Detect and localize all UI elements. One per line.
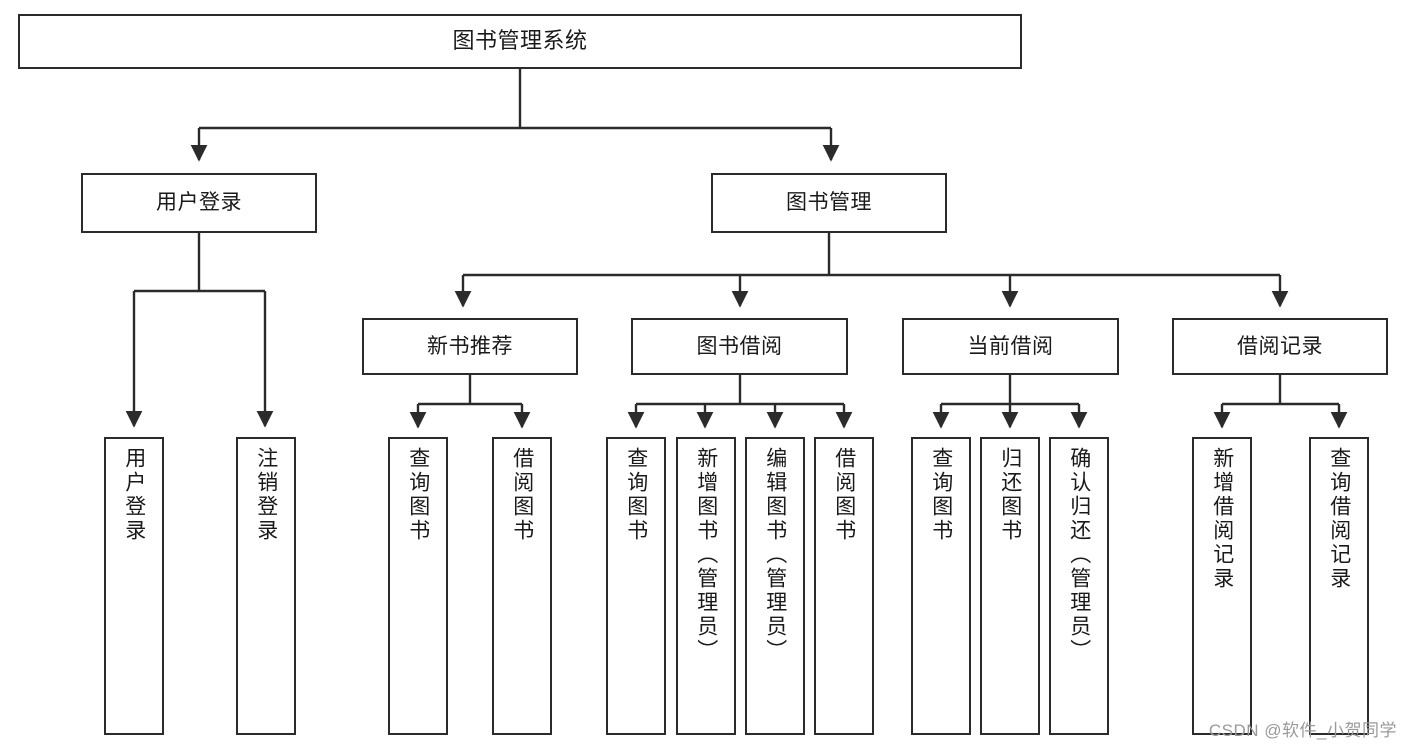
node-root[interactable]: 图书管理系统 [18, 14, 1022, 69]
node-user-login-label: 用户登录 [156, 191, 242, 215]
node-leaf-add-book-label: 新增图书（管理员） [694, 447, 718, 663]
node-book-borrow-label: 图书借阅 [696, 334, 783, 358]
node-leaf-query-record[interactable]: 查询借阅记录 [1309, 437, 1369, 735]
node-leaf-user-login[interactable]: 用户登录 [104, 437, 164, 735]
node-user-login[interactable]: 用户登录 [81, 173, 317, 233]
node-leaf-borrow-book-2[interactable]: 借阅图书 [814, 437, 874, 735]
node-root-label: 图书管理系统 [452, 28, 588, 54]
node-leaf-query-record-label: 查询借阅记录 [1327, 447, 1351, 591]
node-new-book-recommend-label: 新书推荐 [427, 334, 513, 358]
node-leaf-query-book-2[interactable]: 查询图书 [606, 437, 666, 735]
node-leaf-query-book-2-label: 查询图书 [624, 447, 648, 543]
node-leaf-query-book-3-label: 查询图书 [929, 447, 953, 543]
node-leaf-query-book-1[interactable]: 查询图书 [388, 437, 448, 735]
node-borrow-record-label: 借阅记录 [1237, 334, 1323, 358]
node-leaf-user-logout[interactable]: 注销登录 [236, 437, 296, 735]
watermark-text: CSDN @软件_小贺同学 [1208, 721, 1397, 740]
node-new-book-recommend[interactable]: 新书推荐 [362, 318, 578, 375]
node-current-borrow-label: 当前借阅 [967, 334, 1054, 358]
node-leaf-add-record[interactable]: 新增借阅记录 [1192, 437, 1252, 735]
node-leaf-return-book[interactable]: 归还图书 [980, 437, 1040, 735]
node-leaf-return-book-label: 归还图书 [998, 447, 1022, 543]
node-leaf-edit-book[interactable]: 编辑图书（管理员） [745, 437, 805, 735]
node-book-borrow[interactable]: 图书借阅 [631, 318, 848, 375]
node-book-manage-label: 图书管理 [786, 191, 872, 215]
node-leaf-user-login-label: 用户登录 [122, 447, 146, 543]
node-leaf-confirm-return[interactable]: 确认归还（管理员） [1049, 437, 1109, 735]
node-leaf-confirm-return-label: 确认归还（管理员） [1067, 447, 1091, 663]
node-borrow-record[interactable]: 借阅记录 [1172, 318, 1388, 375]
node-leaf-add-book[interactable]: 新增图书（管理员） [676, 437, 736, 735]
node-leaf-add-record-label: 新增借阅记录 [1210, 447, 1234, 591]
node-leaf-query-book-3[interactable]: 查询图书 [911, 437, 971, 735]
node-leaf-borrow-book-1[interactable]: 借阅图书 [492, 437, 552, 735]
node-leaf-user-logout-label: 注销登录 [254, 447, 278, 543]
node-book-manage[interactable]: 图书管理 [711, 173, 947, 233]
node-leaf-query-book-1-label: 查询图书 [406, 447, 430, 543]
node-leaf-edit-book-label: 编辑图书（管理员） [763, 447, 787, 663]
node-current-borrow[interactable]: 当前借阅 [902, 318, 1119, 375]
node-leaf-borrow-book-2-label: 借阅图书 [832, 447, 856, 543]
node-leaf-borrow-book-1-label: 借阅图书 [510, 447, 534, 543]
